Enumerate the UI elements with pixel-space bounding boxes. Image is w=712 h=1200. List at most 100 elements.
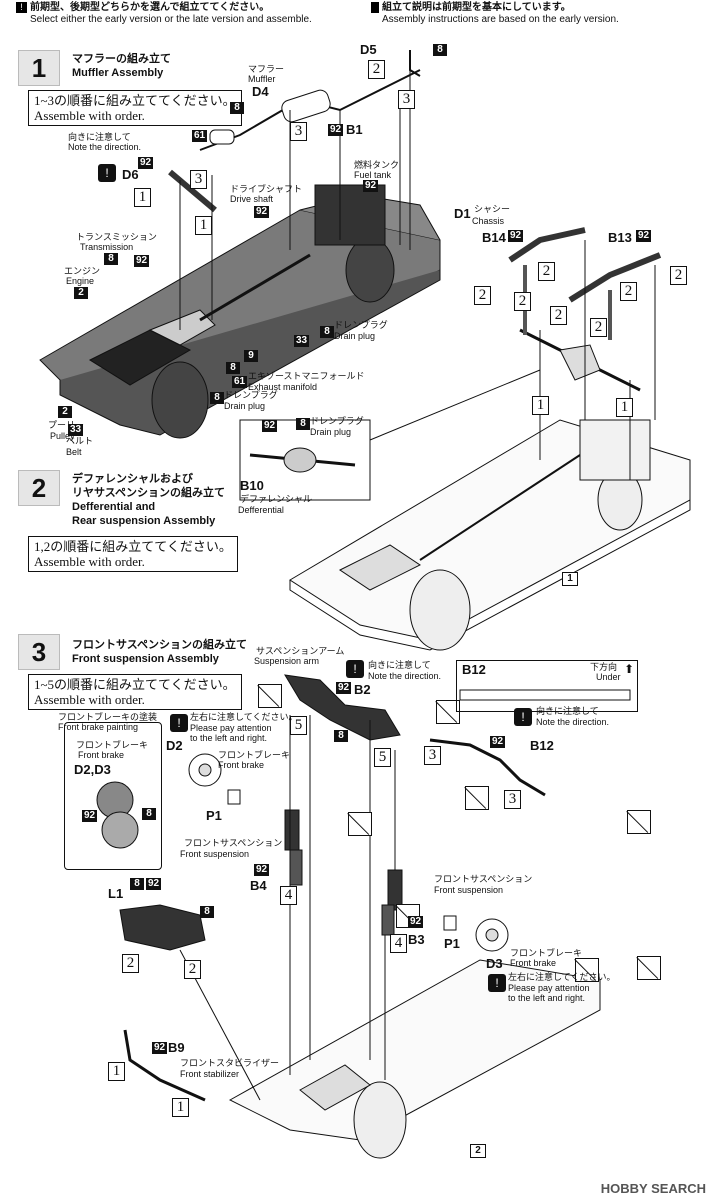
caution-icon-b12: ! (514, 708, 532, 726)
part-8-brake: 8 (142, 808, 156, 820)
label-l1: L1 (108, 886, 124, 901)
lr-en1: Please pay attention (190, 723, 272, 733)
order-mark-2b: 2 (538, 262, 555, 281)
bullet-icon (371, 2, 379, 13)
order-mark-2j: 2 (184, 960, 201, 979)
header-left-note: !前期型、後期型どちらかを選んで組立ててください。 Select either … (16, 2, 312, 26)
exhaust-en: Exhaust manifold (248, 382, 318, 392)
b2-note-jp: 向きに注意して (368, 660, 431, 670)
part-61: 61 (192, 130, 208, 142)
part-92c: 92 (363, 180, 379, 192)
diff-drain-jp: ドレンプラグ (310, 416, 364, 426)
order-mark-1d: 1 (616, 398, 633, 417)
order-mark-1e: 1 (108, 1062, 125, 1081)
label-b1: B1 (346, 122, 363, 137)
belt-jp: ベルト (66, 436, 94, 446)
watermark: HOBBY SEARCH (600, 1181, 706, 1196)
b12-direction-box (456, 660, 638, 712)
label-p1: P1 (206, 808, 222, 823)
step-1-number: 1 (18, 50, 60, 86)
part-8-diff: 8 (296, 418, 310, 430)
step-2-title: デファレンシャルおよび リヤサスペンションの組み立て Defferential … (72, 473, 226, 527)
label-b10: B10 (240, 478, 264, 493)
fsusp-jp: フロントサスペンション (184, 838, 283, 848)
lr-jp: 左右に注意してください。 (190, 712, 298, 722)
no-glue-icon-3 (464, 786, 489, 810)
under-en: Under (596, 672, 621, 682)
label-d5: D5 (360, 42, 377, 57)
order-mark-2: 2 (368, 60, 385, 79)
stab-en: Front stabilizer (180, 1069, 240, 1079)
order-mark-5b: 5 (374, 748, 391, 767)
order-mark-2f: 2 (590, 318, 607, 337)
chassis-en: Chassis (472, 216, 505, 226)
brake-painting-box (64, 722, 162, 870)
fsusp2-jp: フロントサスペンション (434, 874, 533, 884)
d3-lr-jp: 左右に注意してください。 (508, 972, 616, 982)
part-8c: 8 (104, 253, 118, 265)
part-92-diff: 92 (262, 420, 278, 432)
part-2b: 2 (58, 406, 72, 418)
fuel-tank-en: Fuel tank (354, 170, 392, 180)
part-92g: 92 (636, 230, 652, 242)
part-8f: 8 (210, 392, 224, 404)
label-d3: D3 (486, 956, 503, 971)
order-mark-2d: 2 (514, 292, 531, 311)
label-b9: B9 (168, 1040, 185, 1055)
callout-2: 2 (470, 1144, 486, 1158)
order-mark-3: 3 (190, 170, 207, 189)
part-8d: 8 (320, 326, 334, 338)
step-1-title: マフラーの組み立て Muffler Assembly (72, 53, 171, 79)
header: !前期型、後期型どちらかを選んで組立ててください。 Select either … (0, 0, 712, 40)
paint-en: Front brake painting (58, 722, 139, 732)
caution-icon-d3: ! (488, 974, 506, 992)
order-mark-3d: 3 (424, 746, 441, 765)
label-b2: B2 (354, 682, 371, 697)
order-mark-2e: 2 (550, 306, 567, 325)
part-92-b2: 92 (336, 682, 352, 694)
label-b13: B13 (608, 230, 632, 245)
belt-en: Belt (66, 447, 82, 457)
brake-box-jp: フロントブレーキ (76, 740, 149, 750)
label-d2d3: D2,D3 (74, 762, 111, 777)
label-b12-box: B12 (462, 662, 486, 677)
label-b4: B4 (250, 878, 267, 893)
fsusp2-en: Front suspension (434, 885, 504, 895)
part-92e: 92 (134, 255, 150, 267)
step-1-direction-note: 向きに注意して Note the direction. (68, 132, 142, 152)
brake-box-en: Front brake (78, 750, 125, 760)
part-92: 92 (138, 157, 154, 169)
part-92d: 92 (254, 206, 270, 218)
d2-brake-jp: フロントブレーキ (218, 750, 291, 760)
warning-icon: ! (16, 2, 27, 13)
label-d2: D2 (166, 738, 183, 753)
drain2-jp: ドレンプラグ (224, 390, 278, 400)
part-8b: 8 (433, 44, 447, 56)
caution-icon: ! (98, 164, 116, 182)
no-glue-icon-2 (436, 700, 461, 724)
chassis-jp: シャシー (474, 204, 511, 214)
b12-note-jp: 向きに注意して (536, 706, 599, 716)
suspension-arm-shape (284, 674, 401, 741)
step-3-order-box: 1~5の順番に組み立ててください。 Assemble with order. (28, 674, 242, 710)
part-92-b4: 92 (254, 864, 270, 876)
stab-jp: フロントスタビライザー (180, 1058, 280, 1068)
engine-shape (88, 329, 192, 386)
header-right-note: 組立て説明は前期型を基本にしています。 Assembly instruction… (371, 2, 619, 26)
order-mark-3e: 3 (504, 790, 521, 809)
order-mark-1: 1 (134, 188, 151, 207)
part-2: 2 (74, 287, 88, 299)
d3-lr-en2: to the left and right. (508, 993, 586, 1003)
drive-shaft-jp: ドライブシャフト (230, 184, 303, 194)
part-61b: 61 (232, 376, 248, 388)
arm-en: Suspension arm (254, 656, 320, 666)
part-92-b9: 92 (152, 1042, 168, 1054)
order-mark-2h: 2 (670, 266, 687, 285)
no-glue-icon (258, 684, 282, 708)
drive-shaft-en: Drive shaft (230, 194, 274, 204)
order-mark-2g: 2 (620, 282, 637, 301)
order-mark-2c: 2 (474, 286, 491, 305)
order-mark-2i: 2 (122, 954, 139, 973)
part-33: 33 (294, 335, 310, 347)
caution-icon-b2: ! (346, 660, 364, 678)
